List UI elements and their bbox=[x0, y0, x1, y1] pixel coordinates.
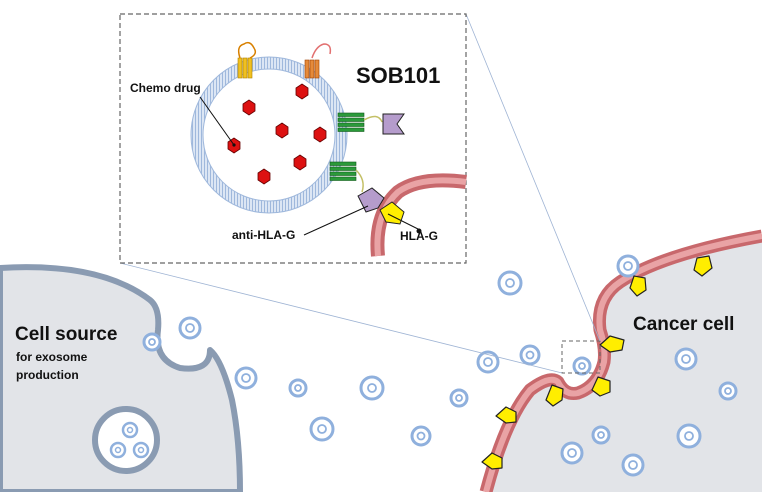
hla-g-icon bbox=[495, 406, 517, 424]
hla-g-icon bbox=[481, 452, 503, 470]
receptor-icon bbox=[304, 43, 332, 79]
exosome-icon bbox=[621, 453, 645, 477]
exosome-icon bbox=[234, 366, 258, 390]
hla-g-icon bbox=[693, 255, 713, 277]
anti-hla-g-label: anti-HLA-G bbox=[232, 228, 295, 242]
exosome-icon bbox=[676, 423, 702, 449]
chemo-drug-icon bbox=[242, 99, 256, 116]
receptor-icon bbox=[329, 161, 357, 181]
hla-g-icon bbox=[599, 335, 625, 353]
exosome-icon bbox=[309, 416, 335, 442]
floating-exosomes bbox=[142, 254, 738, 477]
exosome-icon bbox=[476, 350, 500, 374]
inset-panel bbox=[119, 13, 467, 264]
exosome-icon bbox=[410, 425, 432, 447]
source-cell bbox=[0, 264, 243, 492]
chemo-drugs bbox=[227, 83, 327, 185]
hla-g-markers bbox=[481, 255, 713, 470]
exosome-membrane bbox=[191, 57, 347, 213]
exosome-icon bbox=[572, 356, 592, 376]
exosome-icon bbox=[142, 332, 162, 352]
antibody-icon bbox=[357, 187, 385, 213]
chemo-drug-icon bbox=[257, 168, 271, 185]
chemo-drug-icon bbox=[275, 122, 289, 139]
inset-title: SOB101 bbox=[356, 63, 440, 88]
exosome-icon bbox=[616, 254, 640, 278]
chemo-drug-icon bbox=[295, 83, 309, 100]
exosome-icon bbox=[591, 425, 611, 445]
exosome-icon bbox=[449, 388, 469, 408]
hla-g-icon bbox=[545, 384, 564, 407]
exosome-icon bbox=[359, 375, 385, 401]
cell-source-sub-1: for exosome bbox=[16, 350, 88, 364]
chemo-drug-icon bbox=[293, 154, 307, 171]
hla-g-icon bbox=[629, 275, 647, 297]
chemo-drug-label: Chemo drug bbox=[130, 81, 201, 95]
multivesicular-body bbox=[92, 406, 160, 474]
hla-g-label: HLA-G bbox=[400, 229, 438, 243]
exosome-icon bbox=[288, 378, 308, 398]
exosome-icon bbox=[718, 381, 738, 401]
cell-source-sub-2: production bbox=[16, 368, 79, 382]
cell-source-label: Cell source bbox=[15, 324, 117, 345]
exosome-icon bbox=[519, 344, 541, 366]
antibody-icon bbox=[382, 113, 405, 135]
exosome-icon bbox=[560, 441, 584, 465]
exosome-icon bbox=[178, 316, 202, 340]
exosome-icon bbox=[497, 270, 523, 296]
chemo-drug-icon bbox=[313, 126, 327, 143]
receptor-icon bbox=[237, 41, 257, 79]
hla-g-icon bbox=[591, 376, 611, 397]
cancer-cell-label: Cancer cell bbox=[633, 314, 734, 335]
exosome-icon bbox=[674, 347, 698, 371]
